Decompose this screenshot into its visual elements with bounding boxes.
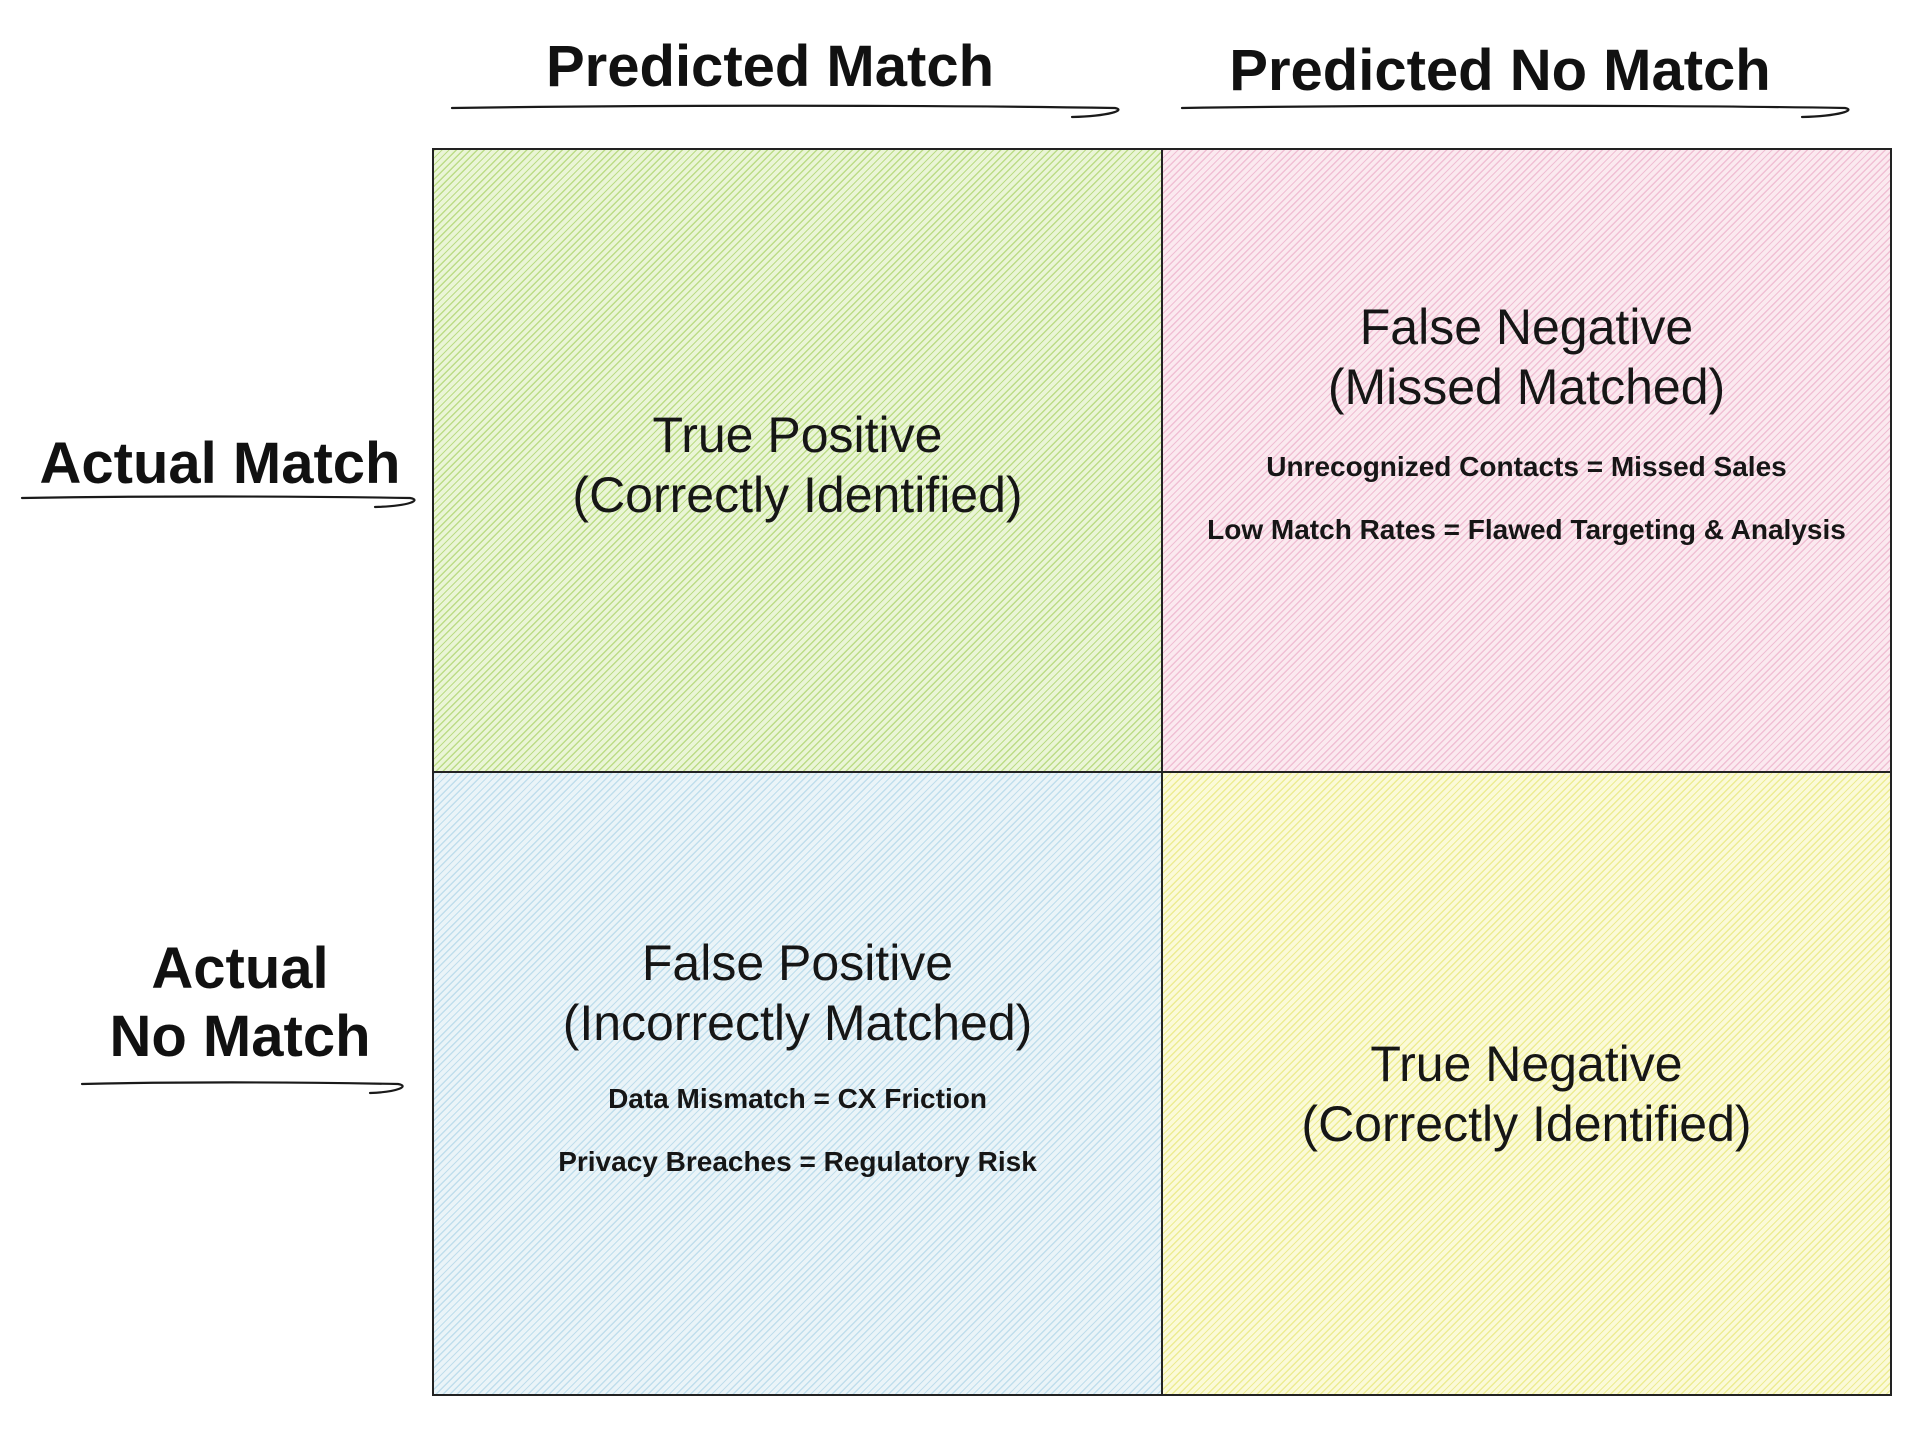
cell-false-negative-notes: Unrecognized Contacts = Missed Sales Low… bbox=[1207, 451, 1846, 546]
cell-true-negative-title: True Negative bbox=[1370, 1035, 1683, 1092]
row-header-actual-no-match-line1: Actual bbox=[151, 936, 329, 1001]
cell-false-positive-note: Data Mismatch = CX Friction bbox=[608, 1083, 987, 1114]
confusion-matrix: True Positive (Correctly Identified) Fal… bbox=[432, 148, 1892, 1396]
cell-true-positive-content: True Positive (Correctly Identified) bbox=[572, 405, 1022, 525]
cell-false-negative-content: False Negative (Missed Matched) Unrecogn… bbox=[1207, 297, 1846, 546]
row-header-actual-match-underline bbox=[20, 495, 416, 509]
cell-false-positive-note: Privacy Breaches = Regulatory Risk bbox=[558, 1146, 1037, 1177]
cell-true-negative: True Negative (Correctly Identified) bbox=[1163, 773, 1890, 1394]
column-header-predicted-no-match: Predicted No Match bbox=[1229, 38, 1771, 103]
cell-false-negative-note: Unrecognized Contacts = Missed Sales bbox=[1266, 451, 1787, 482]
cell-true-negative-subtitle: (Correctly Identified) bbox=[1301, 1095, 1752, 1152]
cell-false-negative: False Negative (Missed Matched) Unrecogn… bbox=[1163, 150, 1890, 773]
row-header-actual-no-match-line2: No Match bbox=[109, 1003, 371, 1069]
cell-false-positive: False Positive (Incorrectly Matched) Dat… bbox=[434, 773, 1163, 1394]
cell-false-positive-title: False Positive bbox=[641, 935, 954, 991]
cell-false-negative-subtitle: (Missed Matched) bbox=[1327, 359, 1726, 415]
column-header-predicted-no-match-underline bbox=[1180, 104, 1850, 119]
row-header-actual-no-match-underline bbox=[80, 1081, 404, 1095]
column-header-predicted-match-underline bbox=[450, 104, 1120, 119]
row-header-actual-no-match: Actual No Match bbox=[50, 935, 430, 1071]
cell-true-positive-title: True Positive bbox=[652, 406, 943, 463]
cell-false-positive-subtitle: (Incorrectly Matched) bbox=[562, 995, 1033, 1051]
cell-false-negative-note: Low Match Rates = Flawed Targeting & Ana… bbox=[1207, 514, 1846, 545]
cell-true-positive-subtitle: (Correctly Identified) bbox=[572, 466, 1023, 523]
column-header-predicted-match: Predicted Match bbox=[546, 34, 994, 99]
row-header-actual-match: Actual Match bbox=[39, 431, 401, 496]
cell-true-positive: True Positive (Correctly Identified) bbox=[434, 150, 1163, 773]
cell-false-negative-title: False Negative bbox=[1359, 299, 1694, 355]
cell-false-positive-notes: Data Mismatch = CX Friction Privacy Brea… bbox=[558, 1083, 1037, 1178]
cell-true-negative-content: True Negative (Correctly Identified) bbox=[1301, 1034, 1751, 1154]
cell-false-positive-content: False Positive (Incorrectly Matched) Dat… bbox=[558, 933, 1037, 1178]
